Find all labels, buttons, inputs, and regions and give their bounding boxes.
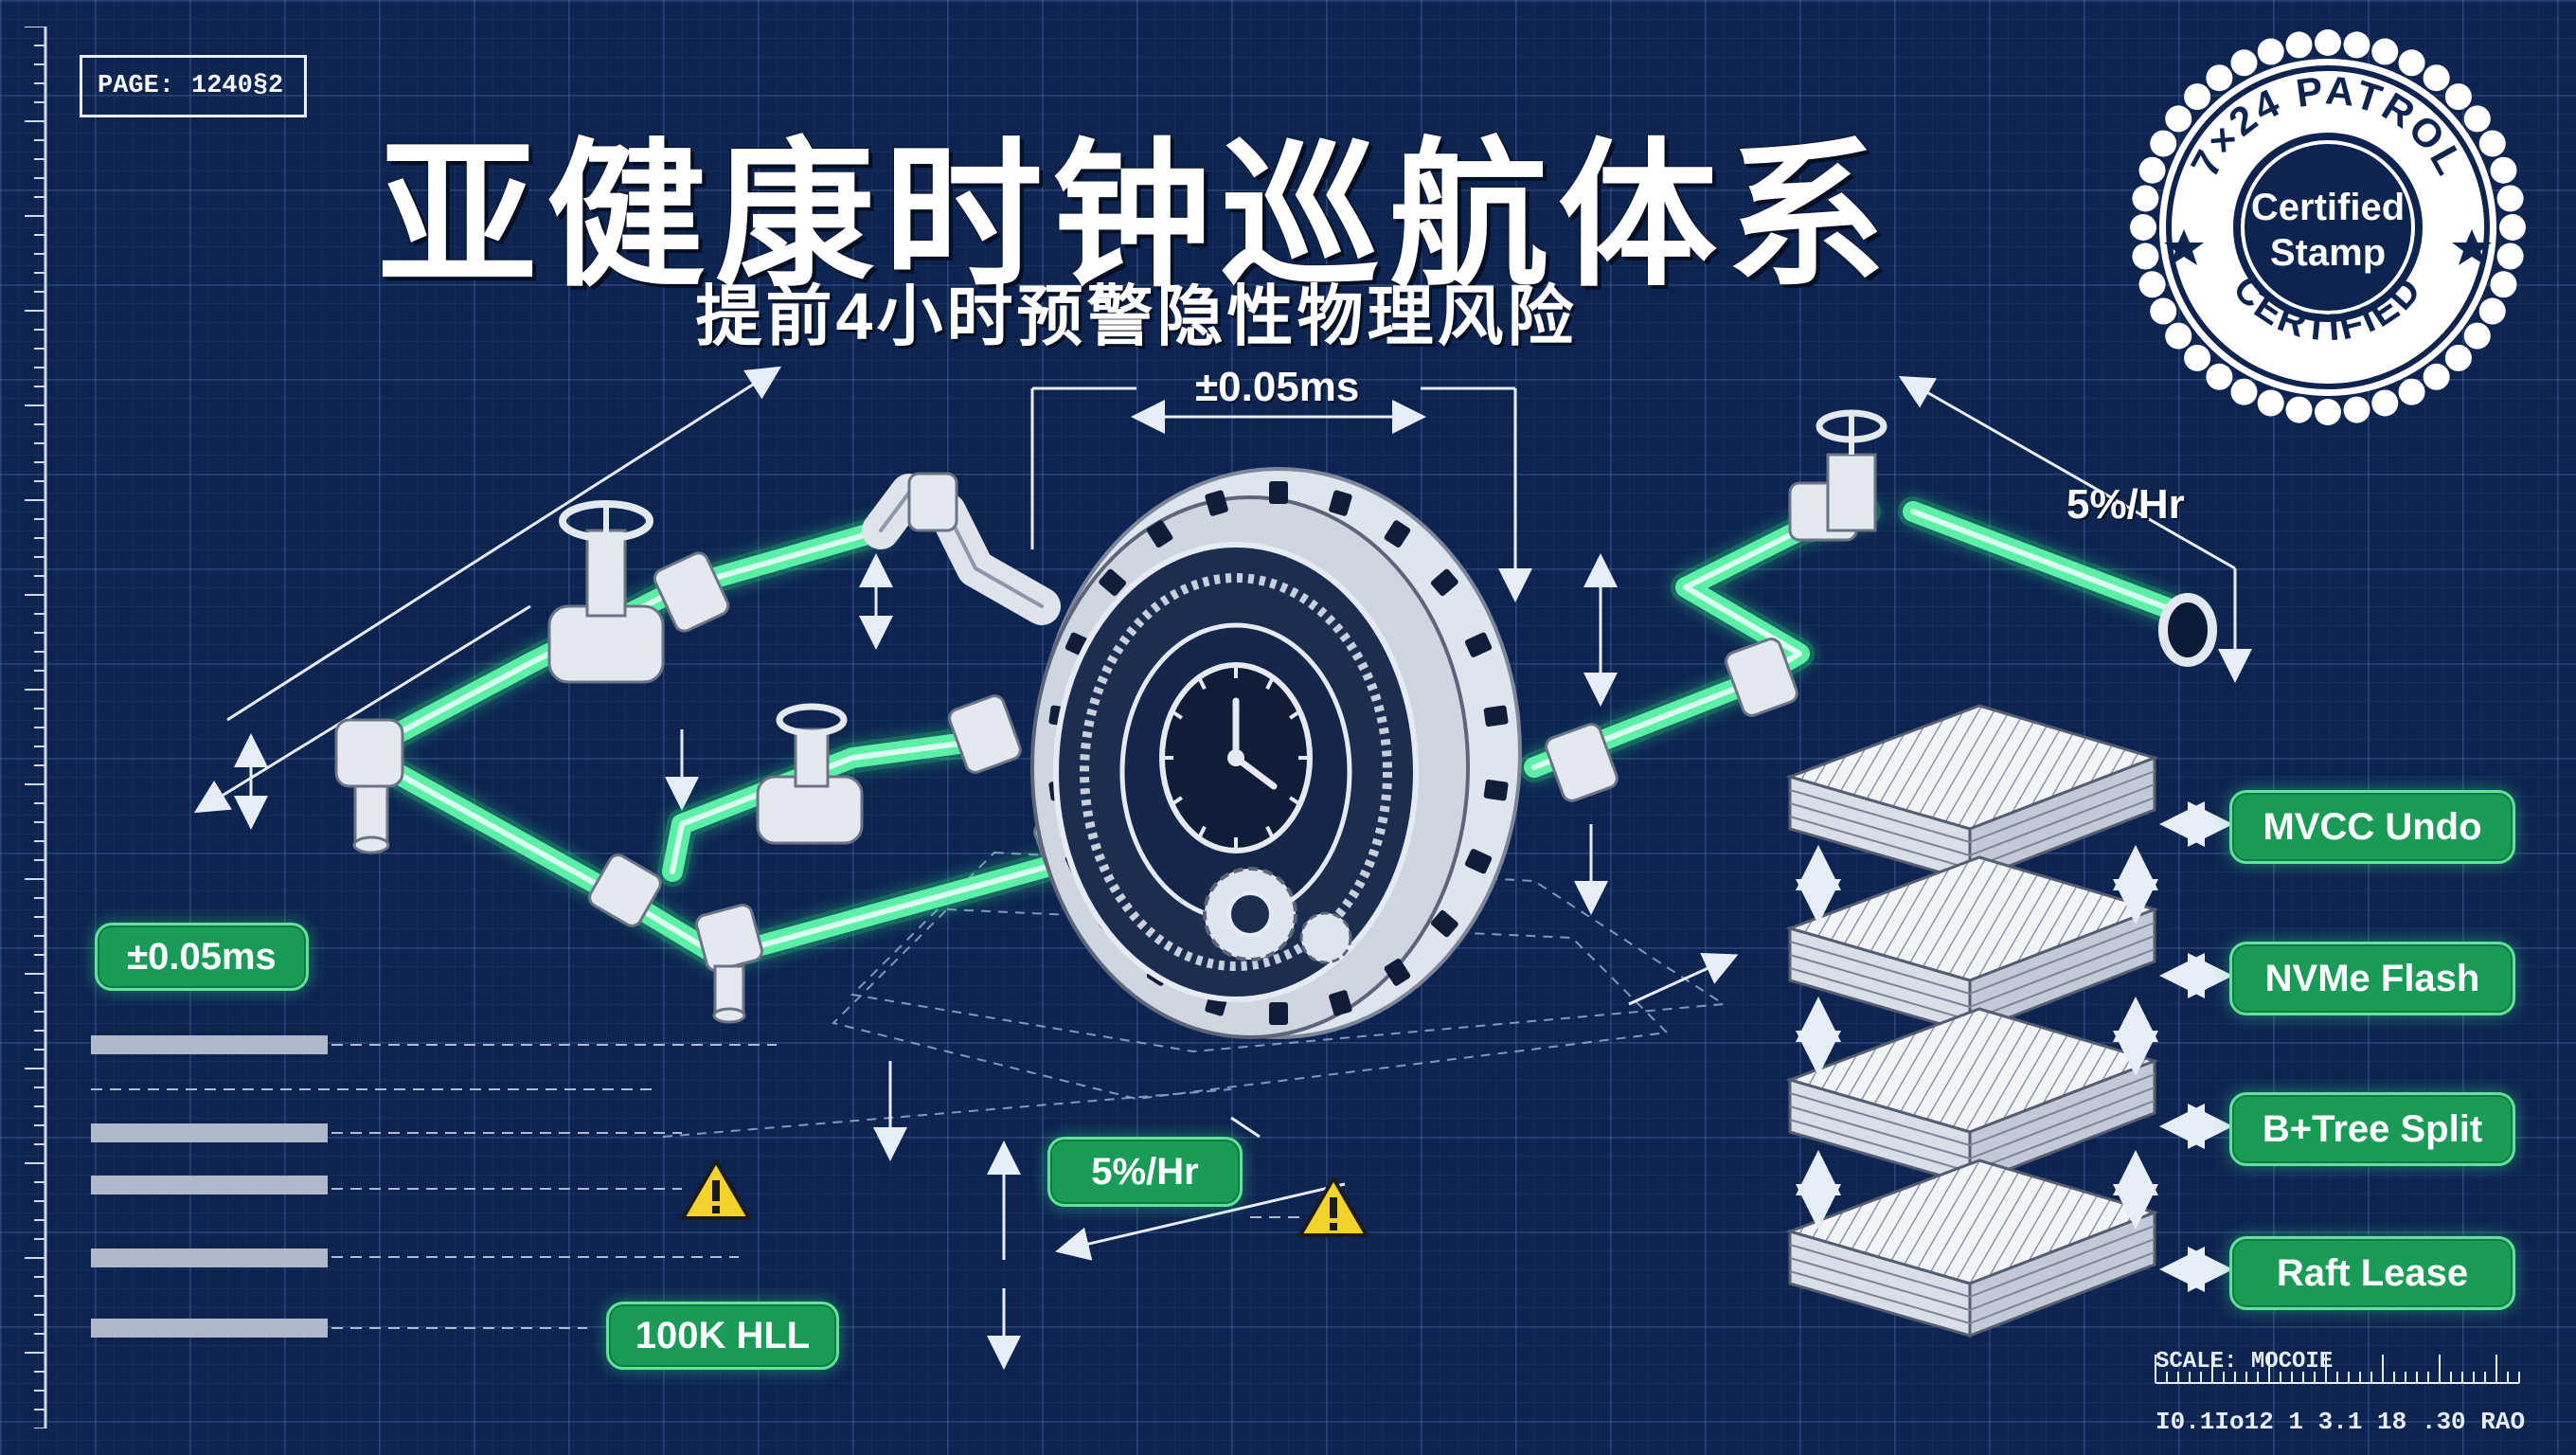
- scale-label: SCALE: MOCOIE: [2156, 1349, 2334, 1374]
- stamp-center-line2: Stamp: [2270, 232, 2386, 274]
- page-subtitle: 提前4小时预警隐性物理风险: [695, 279, 1578, 353]
- layer-block: [1785, 855, 2159, 1035]
- page-title: 亚健康时钟巡航体系: [378, 127, 1895, 305]
- stamp-center-line1: Certified: [2251, 187, 2405, 228]
- page-label: PAGE:: [98, 72, 175, 100]
- layer-block: [1785, 704, 2159, 884]
- page-value: 1240§2: [191, 72, 284, 100]
- layer-label-nvme: NVMe Flash: [2229, 942, 2515, 1015]
- page-indicator: PAGE: 1240§2: [80, 55, 307, 117]
- legend-bar: [91, 1123, 328, 1142]
- layer-label-mvcc: MVCC Undo: [2229, 790, 2515, 864]
- gear-icon: [1203, 867, 1352, 964]
- scale-ticks-label: I0.1Io12 1 3.1 18 .30 RAO: [2156, 1408, 2526, 1436]
- legend-bar: [91, 1176, 328, 1195]
- legend-bar: [91, 1035, 328, 1054]
- pill-rate: 5%/Hr: [1047, 1137, 1243, 1207]
- legend-bar: [91, 1319, 328, 1338]
- legend-bar: [91, 1248, 328, 1267]
- layer-block: [1785, 1007, 2159, 1187]
- warning-icon: [1298, 1177, 1368, 1237]
- layer-label-btree: B+Tree Split: [2229, 1092, 2515, 1166]
- scale-indicator: SCALE: MOCOIE I0.1Io12 1 3.1 18 .30 RAO: [2156, 1343, 2525, 1447]
- pill-latency: ±0.05ms: [95, 923, 309, 991]
- warning-icon: [681, 1159, 751, 1220]
- dimension-latency: ±0.05ms: [1195, 364, 1360, 410]
- valve-icon: [547, 409, 1887, 845]
- left-ruler: [25, 27, 47, 1428]
- certified-stamp: 7×24 PATROL CERTIFIED Certified Stamp: [2130, 29, 2526, 425]
- dimension-rate: 5%/Hr: [2066, 481, 2185, 528]
- pill-hll: 100K HLL: [606, 1302, 839, 1370]
- layer-block: [1785, 1159, 2159, 1338]
- layer-label-raft: Raft Lease: [2229, 1236, 2515, 1310]
- clock-icon: [1030, 467, 1522, 1039]
- star-icon: [2164, 229, 2492, 265]
